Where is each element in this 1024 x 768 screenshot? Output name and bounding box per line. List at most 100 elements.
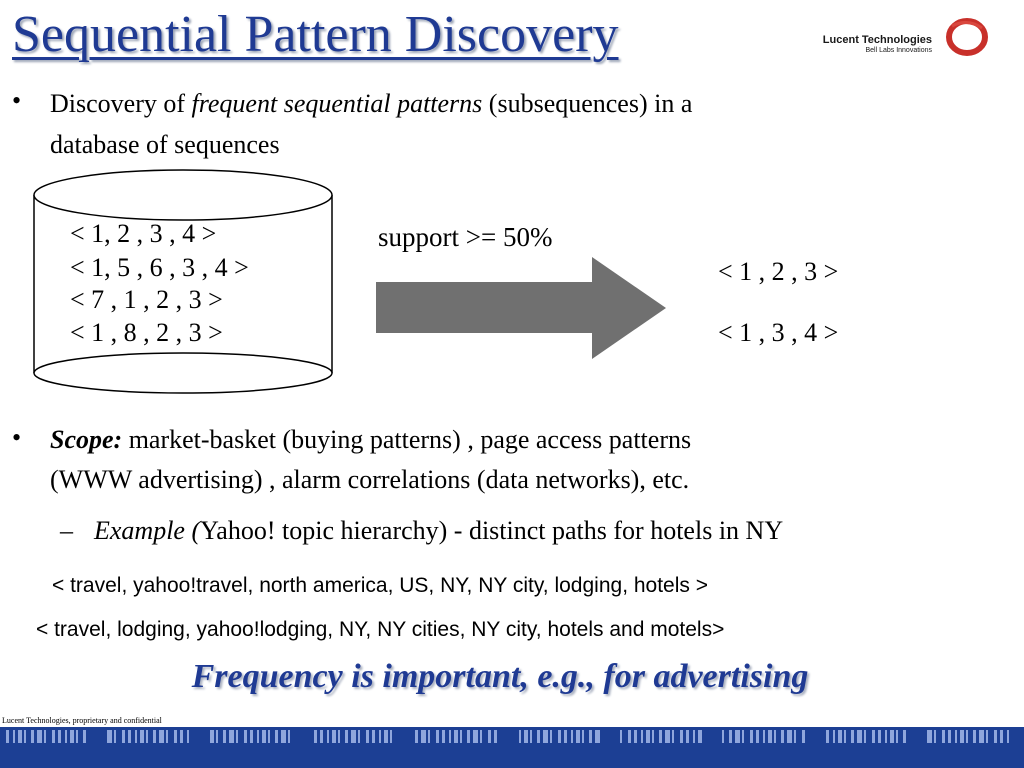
footer-stripe: [174, 730, 177, 743]
footer-stripe: [236, 730, 238, 743]
footer-stripe: [698, 730, 702, 743]
footer-stripe: [537, 730, 540, 743]
footer-stripe: [83, 730, 86, 743]
footer-stripe: [216, 730, 218, 743]
footer-stripe: [763, 730, 765, 743]
footer-stripe: [896, 730, 898, 743]
footer-stripe: [428, 730, 430, 743]
footer-stripe: [558, 730, 561, 743]
footer-stripe: [890, 730, 894, 743]
footer-stripe: [878, 730, 881, 743]
footer-stripe: [390, 730, 392, 743]
footer-barcode-bar: [0, 727, 1024, 768]
footer-stripe: [986, 730, 988, 743]
footer-stripe: [229, 730, 234, 743]
footer-stripe: [966, 730, 968, 743]
footer-stripe: [180, 730, 183, 743]
example-body: Yahoo! topic hierarchy) - distinct paths…: [200, 516, 784, 545]
footer-stripe: [473, 730, 478, 743]
footer-stripe: [449, 730, 451, 743]
footer-stripe: [244, 730, 247, 743]
footer-stripe: [332, 730, 336, 743]
footer-stripe: [128, 730, 131, 743]
example-label: Example (: [94, 516, 201, 545]
database-sequence: < 1, 5 , 6 , 3 , 4 >: [70, 253, 249, 282]
bullet1-prefix: Discovery of: [50, 89, 192, 118]
footer-stripe: [223, 730, 226, 743]
footer-stripe: [844, 730, 846, 743]
footer-stripe: [680, 730, 683, 743]
footer-stripe: [37, 730, 42, 743]
footer-stripe: [52, 730, 55, 743]
footer-stripe: [460, 730, 462, 743]
footer-stripe: [672, 730, 674, 743]
support-threshold: support >= 50%: [378, 222, 553, 252]
footer-stripe: [994, 730, 997, 743]
footer-stripe: [589, 730, 592, 743]
footer-stripe: [634, 730, 637, 743]
footer-stripe: [454, 730, 458, 743]
database-sequence: < 7 , 1 , 2 , 3 >: [70, 285, 223, 314]
footer-stripe: [872, 730, 875, 743]
footer-stripe: [543, 730, 548, 743]
footer-stripe: [564, 730, 567, 743]
footer-stripe: [210, 730, 214, 743]
example-text: Example (Yahoo! topic hierarchy) - disti…: [94, 516, 783, 546]
footer-stripe: [735, 730, 740, 743]
footer-stripe: [250, 730, 253, 743]
footer-stripe: [652, 730, 654, 743]
hotel-path: < travel, lodging, yahoo!lodging, NY, NY…: [36, 618, 725, 641]
footer-stripe: [960, 730, 964, 743]
footer-stripe: [774, 730, 776, 743]
footer-stripe: [288, 730, 290, 743]
footer-stripe: [488, 730, 491, 743]
footer-confidential: Lucent Technologies, proprietary and con…: [2, 716, 162, 725]
footer-stripe: [794, 730, 796, 743]
footer-stripe: [530, 730, 532, 743]
footer-stripe: [742, 730, 744, 743]
frequent-pattern: < 1 , 3 , 4 >: [718, 318, 839, 347]
footer-stripe: [948, 730, 951, 743]
footer-stripe: [44, 730, 46, 743]
footer-stripe: [857, 730, 862, 743]
footer-stripe: [107, 730, 112, 743]
footer-stripe: [693, 730, 695, 743]
bullet1-emphasis: frequent sequential patterns: [191, 89, 483, 118]
footer-stripe: [979, 730, 984, 743]
footer-stripe: [582, 730, 584, 743]
footer-stripe: [70, 730, 74, 743]
footer-stripe: [576, 730, 580, 743]
footer-stripe: [166, 730, 168, 743]
footer-stripe: [345, 730, 348, 743]
footer-stripe: [187, 730, 189, 743]
footer-stripe: [257, 730, 259, 743]
footer-stripe: [903, 730, 906, 743]
footer-stripe: [415, 730, 418, 743]
footer-stripe: [973, 730, 976, 743]
footer-stripe: [550, 730, 552, 743]
slide-title: Sequential Pattern Discovery: [12, 6, 619, 63]
footer-stripe: [338, 730, 340, 743]
footer-stripe: [494, 730, 497, 743]
footer-stripe: [31, 730, 34, 743]
bullet1-text-line2: database of sequences: [50, 130, 280, 159]
footer-stripe: [665, 730, 670, 743]
footer-stripe: [524, 730, 528, 743]
footer-stripe: [65, 730, 67, 743]
footer-stripe: [6, 730, 9, 743]
footer-stripe: [268, 730, 270, 743]
footer-stripe: [24, 730, 26, 743]
footer-stripe: [864, 730, 866, 743]
footer-stripe: [768, 730, 772, 743]
conclusion-text: Frequency is important, e.g., for advert…: [191, 658, 809, 695]
footer-stripe: [327, 730, 329, 743]
hotel-path: < travel, yahoo!travel, north america, U…: [52, 574, 708, 597]
footer-stripe: [421, 730, 426, 743]
database-cylinder-icon: [33, 169, 333, 394]
footer-stripe: [787, 730, 792, 743]
footer-stripe: [467, 730, 470, 743]
footer-stripe: [686, 730, 689, 743]
scope-label: Scope:: [50, 425, 123, 454]
footer-stripe: [595, 730, 600, 743]
footer-stripe: [76, 730, 78, 743]
